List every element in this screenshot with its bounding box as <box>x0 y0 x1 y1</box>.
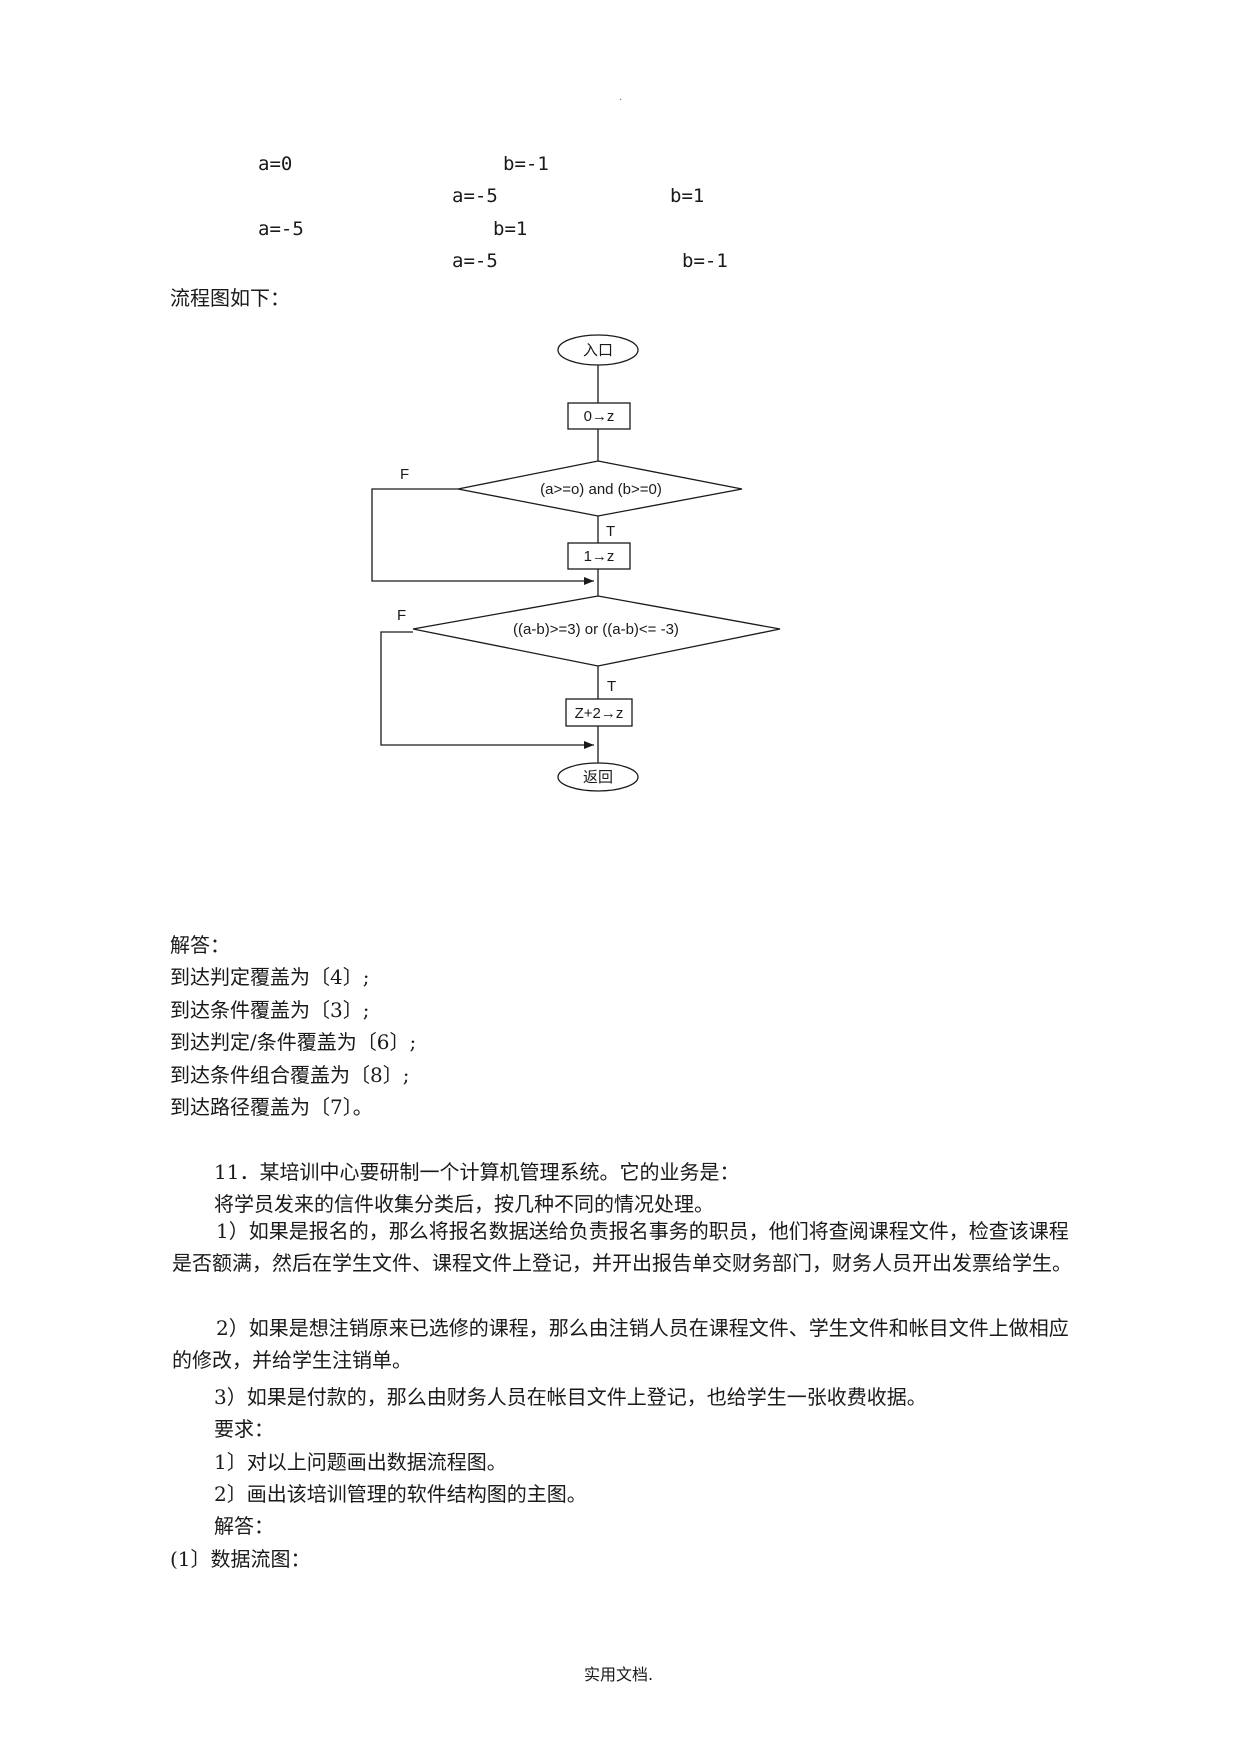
end-label: 返回 <box>583 768 613 786</box>
problem-11-intro: 将学员发来的信件收集分类后，按几种不同的情况处理。 <box>214 1192 714 1216</box>
decision-2-false-path <box>380 631 594 749</box>
flow-intro: 流程图如下： <box>170 286 290 310</box>
answer-line-5: 到达路径覆盖为〔7〕。 <box>170 1095 373 1119</box>
dfd-heading: (1〕数据流图： <box>170 1547 311 1571</box>
case-2-b: b=1 <box>670 185 705 207</box>
decision-2-label: ((a-b)>=3) or ((a-b)<= -3) <box>513 621 679 638</box>
case-1-b: b=-1 <box>503 153 549 175</box>
requirement-2: 2〕画出该培训管理的软件结构图的主图。 <box>214 1482 587 1506</box>
decision-1-false-path <box>371 488 594 585</box>
answer-11-heading: 解答： <box>214 1514 274 1538</box>
end-oval <box>557 762 639 792</box>
step-add-two-box <box>565 698 633 727</box>
answer-heading: 解答： <box>170 933 230 957</box>
problem-11-title: 11．某培训中心要研制一个计算机管理系统。它的业务是： <box>214 1160 740 1184</box>
header-mark: . <box>619 92 623 103</box>
answer-line-1: 到达判定覆盖为〔4〕; <box>170 965 370 989</box>
decision-1-label: (a>=o) and (b>=0) <box>540 481 662 498</box>
case-4-b: b=-1 <box>682 250 728 272</box>
step-add-two-label: Z+2→z <box>575 705 624 722</box>
step-init-box <box>567 402 631 430</box>
decision-2-true-label: T <box>607 678 616 695</box>
decision-1-false-label: F <box>400 466 409 483</box>
decision-1-true-label: T <box>606 523 615 540</box>
decision-2-false-label: F <box>397 607 406 624</box>
answer-line-3: 到达判定/条件覆盖为〔6〕; <box>170 1030 417 1054</box>
step-init-label: 0→z <box>584 408 615 425</box>
start-label: 入口 <box>583 341 613 359</box>
case-1-a: a=0 <box>258 153 293 175</box>
requirements-heading: 要求： <box>214 1417 274 1441</box>
case-3-a: a=-5 <box>258 218 304 240</box>
step-set-one-label: 1→z <box>584 548 615 565</box>
answer-line-2: 到达条件覆盖为〔3〕; <box>170 998 370 1022</box>
problem-11-item-2: 2）如果是想注销原来已选修的课程，那么由注销人员在课程文件、学生文件和帐目文件上… <box>172 1316 1069 1372</box>
answer-line-4: 到达条件组合覆盖为〔8〕; <box>170 1063 410 1087</box>
flowchart: 入口 0→z (a>=o) and (b>=0) F T 1→z ((a-b)>… <box>371 334 781 792</box>
case-3-b: b=1 <box>493 218 528 240</box>
step-set-one-box <box>567 542 631 570</box>
problem-11-item-3: 3）如果是付款的，那么由财务人员在帐目文件上登记，也给学生一张收费收据。 <box>214 1385 927 1409</box>
page-footer: 实用文档. <box>584 1665 654 1684</box>
case-4-a: a=-5 <box>452 250 498 272</box>
requirement-1: 1〕对以上问题画出数据流程图。 <box>214 1450 507 1474</box>
case-2-a: a=-5 <box>452 185 498 207</box>
problem-11-item-1: 1）如果是报名的，那么将报名数据送给负责报名事务的职员，他们将查阅课程文件，检查… <box>172 1219 1072 1275</box>
